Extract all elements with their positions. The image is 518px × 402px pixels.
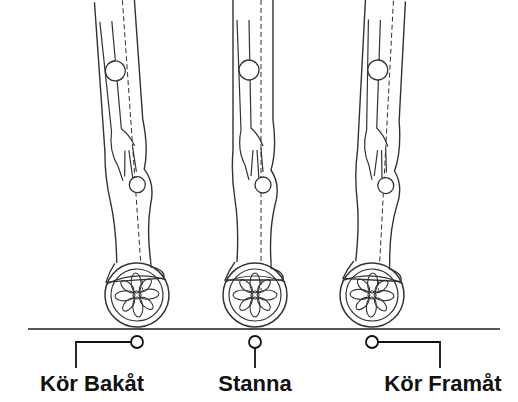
caption-label: Stanna: [218, 372, 291, 396]
caption-label: Kör Bakåt: [40, 372, 144, 396]
caption-label: Kör Framåt: [384, 372, 501, 396]
